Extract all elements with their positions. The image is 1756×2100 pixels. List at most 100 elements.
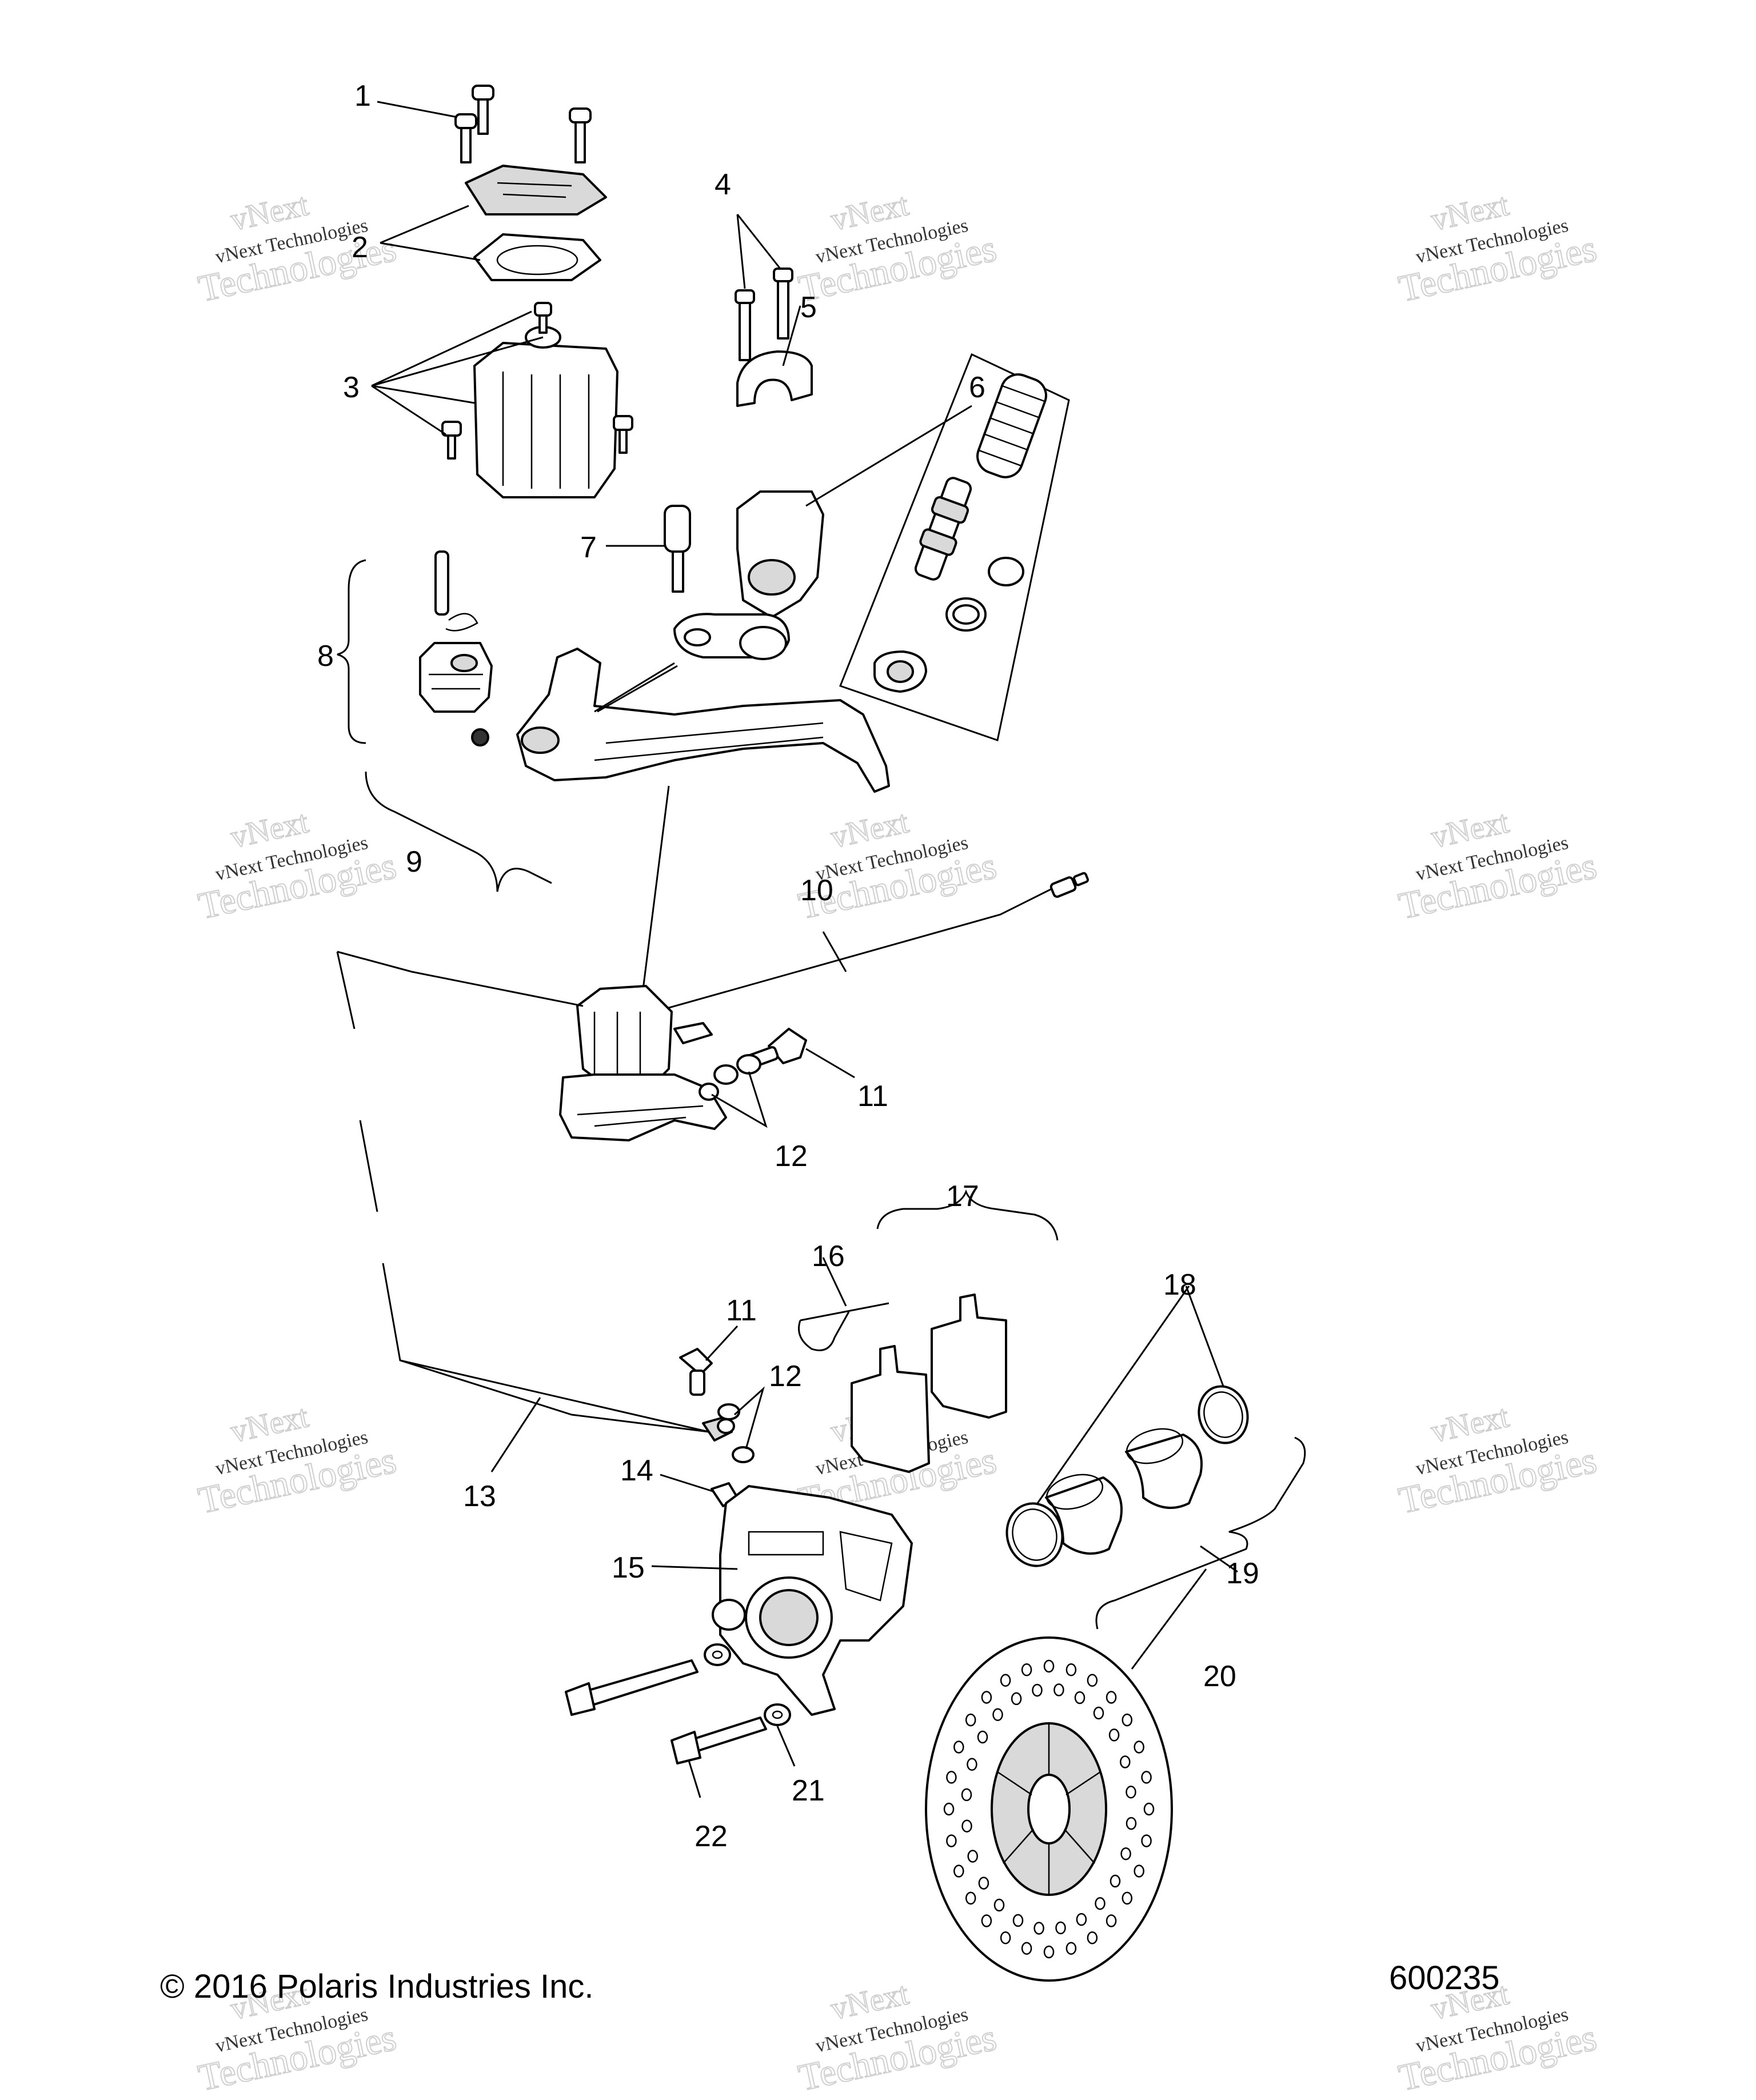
part-22-caliper-bolts	[565, 1659, 767, 1798]
rotor-vent-hole	[1033, 1922, 1044, 1935]
label-1: 1	[354, 79, 371, 113]
part-21-caliper-washers	[704, 1643, 796, 1767]
rotor-vent-hole	[946, 1771, 957, 1784]
rotor-vent-hole	[1032, 1683, 1043, 1697]
part-11-banjo-bolt-lower	[679, 1325, 739, 1396]
label-11-upper: 11	[857, 1080, 888, 1113]
part-17-brake-pads	[851, 1189, 1059, 1473]
rotor-vent-hole	[1122, 1713, 1133, 1727]
label-22: 22	[695, 1820, 728, 1853]
rotor-vent-hole	[1053, 1683, 1064, 1696]
leader-lever-to-assembly	[639, 785, 670, 1012]
rotor-vent-hole	[1021, 1663, 1032, 1676]
rotor-vent-hole	[993, 1898, 1005, 1912]
rotor-vent-hole	[1106, 1914, 1117, 1927]
rotor-vent-hole	[1087, 1674, 1098, 1687]
label-4: 4	[715, 168, 731, 201]
part-4-clamp-bolts	[735, 268, 793, 361]
part-8-brake-switch	[419, 550, 493, 746]
leader-2	[380, 205, 481, 261]
part-20-brake-rotor	[925, 1568, 1207, 1982]
rotor-vent-hole	[981, 1691, 992, 1704]
part-7-lever-pivot-bolt	[606, 505, 691, 593]
part-13-brake-line	[336, 951, 735, 1472]
rotor-vent-hole	[1043, 1659, 1055, 1673]
rotor-vent-hole	[1065, 1942, 1077, 1955]
bracket-8	[337, 559, 366, 744]
part-9-brake-lever	[516, 648, 890, 793]
label-21: 21	[792, 1774, 825, 1807]
rotor-vent-hole	[961, 1788, 972, 1802]
rotor-vent-hole	[1143, 1802, 1155, 1816]
rotor-vent-hole	[965, 1713, 976, 1727]
rotor-vent-hole	[1000, 1931, 1011, 1945]
part-18-piston-seals	[1005, 1285, 1249, 1567]
part-3-master-cylinder-body	[441, 302, 633, 498]
label-17: 17	[946, 1180, 979, 1213]
label-19: 19	[1226, 1557, 1259, 1590]
watermark-bottom-right: vNext vNext Technologies Technologies	[1395, 1975, 1601, 2099]
copyright-notice: © 2016 Polaris Industries Inc.	[160, 1968, 593, 2005]
leader-1	[377, 101, 458, 118]
rotor-vent-hole	[1011, 1692, 1022, 1706]
part-5-handlebar-clamp	[736, 350, 813, 407]
part-12-washers-upper	[699, 1054, 768, 1128]
rotor-vent-hole	[1110, 1874, 1121, 1888]
part-1-cover-screws	[454, 85, 592, 163]
part-15-brake-caliper	[651, 1485, 913, 1716]
rotor-vent-hole	[1093, 1706, 1104, 1720]
part-19-caliper-pistons	[1045, 1428, 1306, 1630]
label-6: 6	[969, 371, 985, 404]
rotor-vent-hole	[943, 1802, 955, 1816]
rotor-vent-hole	[1120, 1755, 1131, 1768]
rotor-vent-hole	[946, 1834, 957, 1847]
part-2-reservoir-cover	[465, 165, 607, 281]
rotor-vent-hole	[1120, 1847, 1131, 1861]
watermark-lower-right: vNext vNext Technologies Technologies	[1395, 1398, 1601, 1522]
rotor-vent-hole	[1106, 1691, 1117, 1704]
part-12-washers-lower	[717, 1386, 765, 1463]
rotor-vent-hole	[967, 1758, 977, 1771]
label-11-lower: 11	[726, 1294, 757, 1327]
watermark-mid-left: vNext vNext Technologies Technologies	[194, 804, 400, 928]
rotor-vent-hole	[1055, 1921, 1066, 1935]
label-8: 8	[317, 640, 334, 673]
label-10: 10	[800, 874, 833, 907]
label-18: 18	[1163, 1268, 1196, 1301]
rotor-vent-hole	[992, 1708, 1003, 1722]
rotor-vent-hole	[977, 1730, 988, 1744]
rotor-vent-hole	[1000, 1674, 1011, 1687]
label-7: 7	[580, 531, 597, 564]
watermark-top-center: vNext vNext Technologies Technologies	[795, 186, 1000, 310]
label-5: 5	[800, 291, 817, 324]
rotor-vent-hole	[953, 1740, 964, 1754]
label-20: 20	[1203, 1660, 1236, 1693]
rotor-vent-hole	[1021, 1942, 1032, 1955]
label-15: 15	[612, 1551, 645, 1584]
label-16: 16	[812, 1240, 845, 1273]
rotor-vent-hole	[1076, 1913, 1087, 1926]
label-3: 3	[343, 371, 360, 404]
part-6-master-cylinder-housing	[673, 405, 972, 660]
rotor-vent-hole	[1087, 1931, 1098, 1945]
rotor-vent-hole	[1134, 1740, 1144, 1754]
watermark-bottom-center: vNext vNext Technologies Technologies	[795, 1975, 1000, 2099]
label-13: 13	[463, 1480, 496, 1513]
rotor-vent-hole	[981, 1914, 992, 1927]
part-14-bleeder-valve	[660, 1474, 739, 1507]
rotor-vent-hole	[967, 1850, 978, 1863]
leader-3	[371, 310, 544, 436]
rotor-vent-hole	[1095, 1897, 1106, 1910]
rotor-vent-hole	[1012, 1914, 1024, 1927]
watermark-mid-right: vNext vNext Technologies Technologies	[1395, 804, 1601, 928]
rotor-vent-hole	[1074, 1691, 1085, 1704]
part-6-piston-kit-box	[839, 353, 1070, 741]
rotor-vent-hole	[1126, 1816, 1137, 1830]
rotor-vent-hole	[953, 1865, 964, 1878]
rotor-vent-hole	[1126, 1786, 1136, 1799]
assembled-master-cylinder	[559, 985, 727, 1141]
leader-4	[736, 214, 781, 289]
rotor-vent-hole	[1141, 1771, 1152, 1784]
bracket-9	[365, 771, 552, 892]
